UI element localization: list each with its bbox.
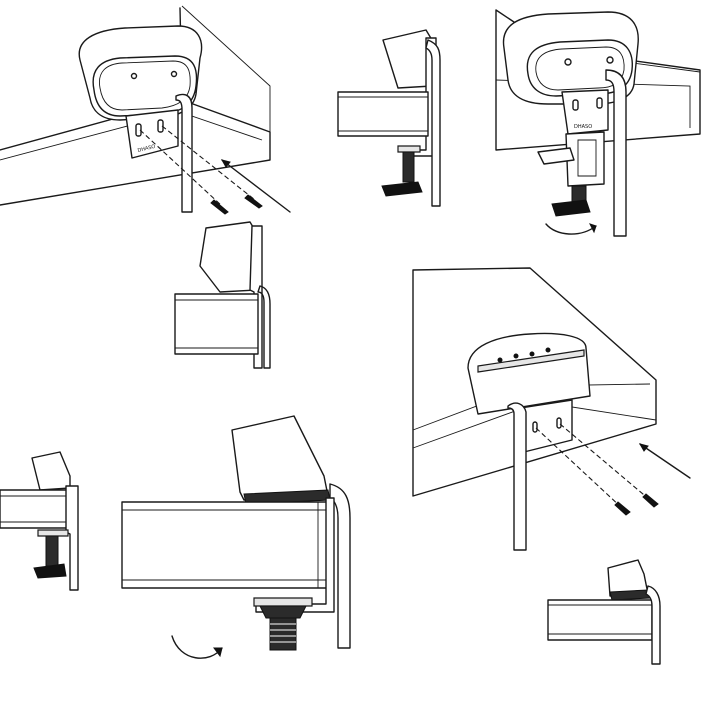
screw-left: [210, 199, 229, 215]
panel-7-large-clamp-detail: [121, 415, 351, 659]
mounting-bracket: DHASO: [125, 109, 179, 159]
panel-5-top-mount: [412, 267, 691, 551]
panel-2-clamp-side-view: [337, 29, 441, 207]
panel-3-rear-clamp-view: DHASO: [495, 9, 701, 237]
screw-right: [244, 194, 263, 209]
rotate-arrow: [545, 223, 597, 235]
panel-4-side-view: [174, 221, 271, 369]
rotate-arrow: [171, 635, 223, 659]
webcam-body: [78, 25, 203, 121]
insert-arrow: [221, 159, 291, 213]
panel-1-bracket-attachment: DHASO: [0, 5, 291, 215]
usb-cable: [175, 93, 193, 213]
bracket-label: DHASO: [574, 124, 592, 130]
panel-6-small-clamp: [0, 451, 79, 591]
panel-8-final-side-view: [547, 559, 661, 665]
bracket-label: DHASO: [137, 144, 156, 154]
